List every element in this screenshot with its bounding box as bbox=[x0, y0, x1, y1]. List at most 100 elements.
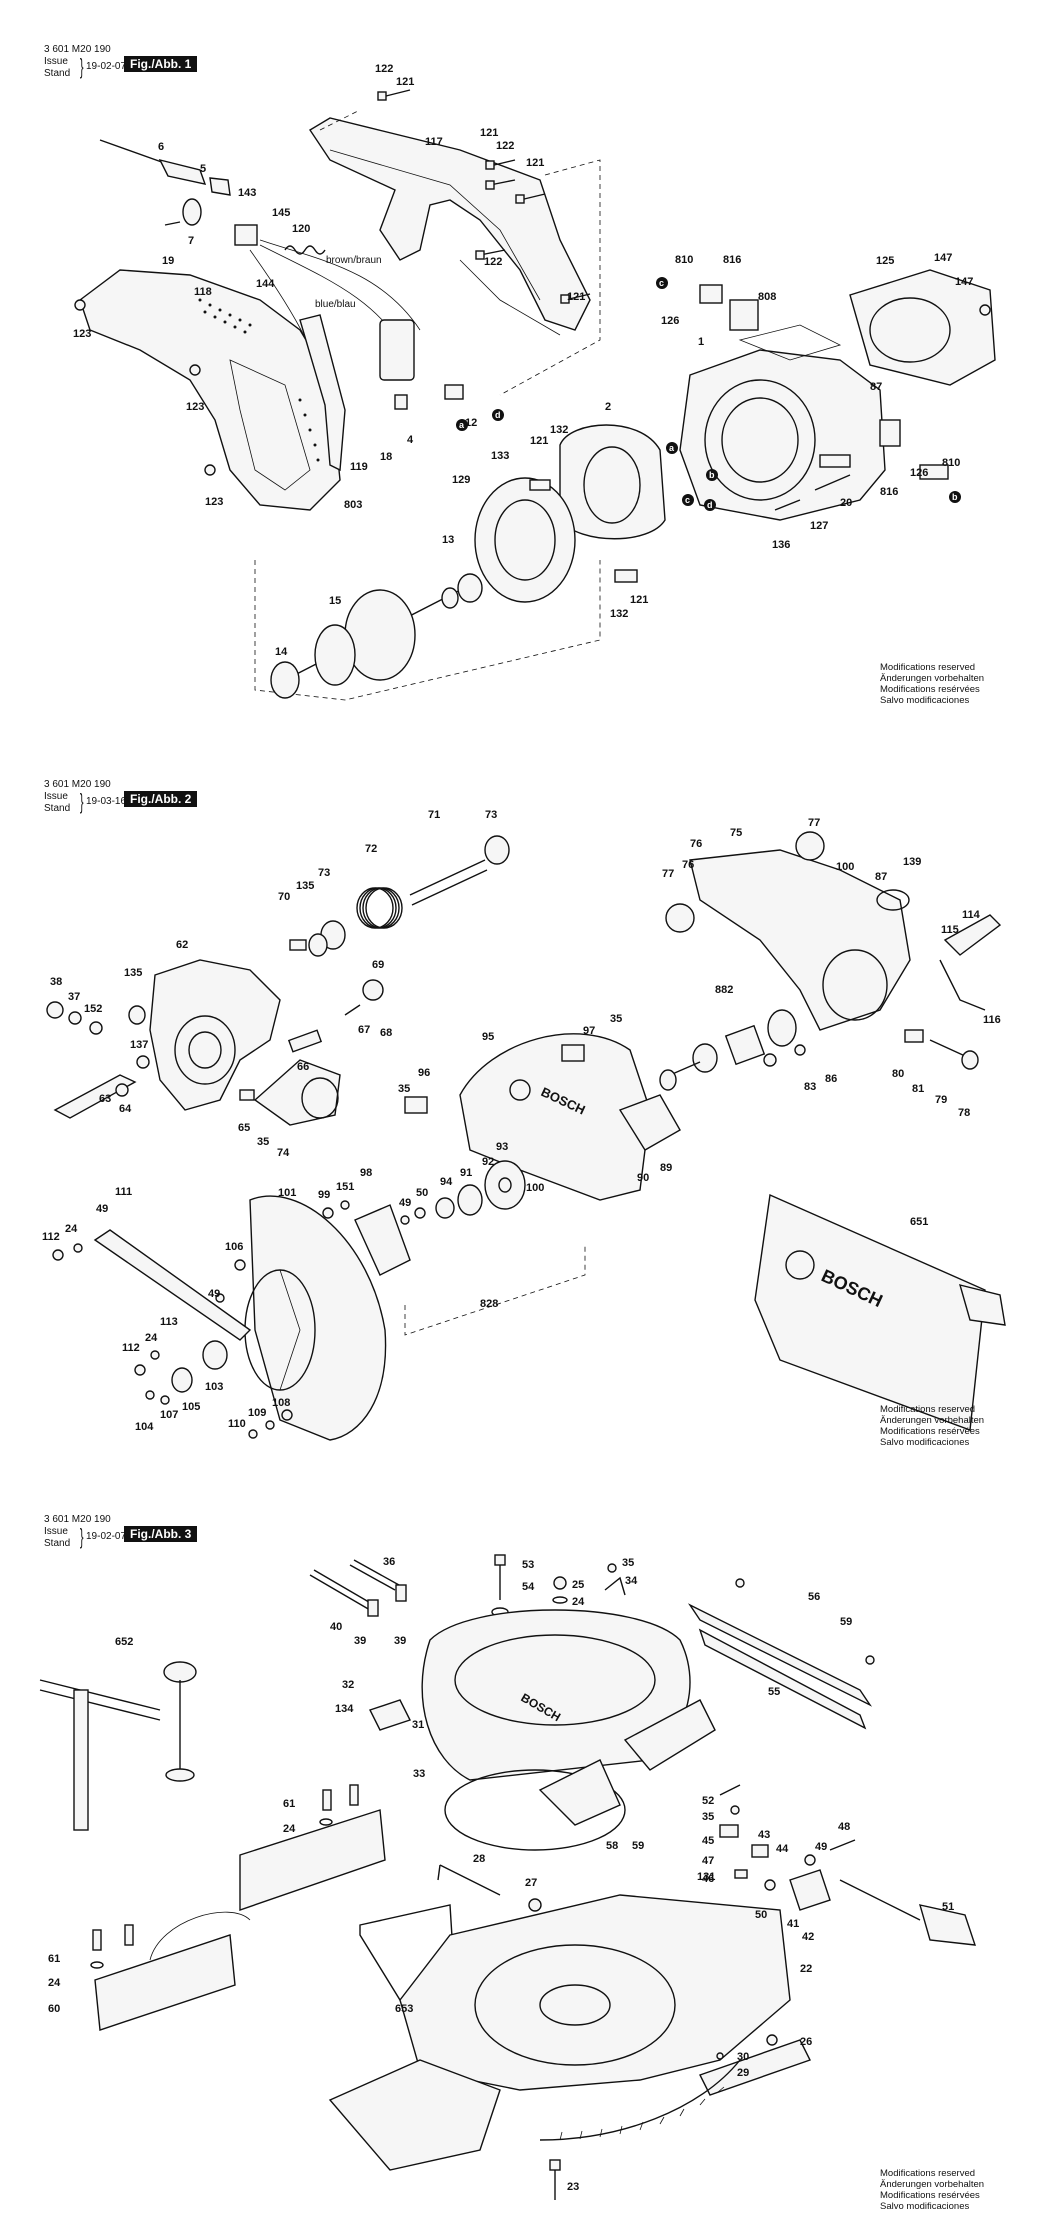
fig3-part-label: 61 bbox=[283, 1798, 295, 1810]
fig2-part-label: 63 bbox=[99, 1093, 111, 1105]
fig1-modifications-note: Modifications reserved Änderungen vorbeh… bbox=[880, 662, 984, 706]
fig1-part-label: 6 bbox=[158, 141, 164, 153]
fig2-part-label: 97 bbox=[583, 1025, 595, 1037]
fig3-hold-down-clamp bbox=[39, 1661, 197, 1831]
fig3-part-label: 42 bbox=[802, 1931, 814, 1943]
fig2-dust-bag bbox=[754, 1193, 986, 1431]
fig1-part-label: 121 bbox=[396, 76, 414, 88]
fig1-part-label: 121 bbox=[480, 127, 498, 139]
fig3-part-label: 44 bbox=[776, 1843, 789, 1855]
fig1-part-label: 123 bbox=[73, 328, 91, 340]
fig1-part-label: 118 bbox=[194, 286, 212, 298]
fig2-modifications-note: Modifications reserved Änderungen vorbeh… bbox=[880, 1404, 984, 1448]
fig2-part-label: 70 bbox=[278, 891, 290, 903]
fig3-part-label: 29 bbox=[737, 2067, 749, 2079]
fig1-doc-number: 3 601 M20 190 bbox=[44, 44, 111, 55]
fig1-motor-housing bbox=[679, 349, 886, 521]
fig2-part-label: 77 bbox=[808, 817, 820, 829]
fig3-base bbox=[399, 1894, 791, 2091]
fig1-part-label: 7 bbox=[188, 235, 194, 247]
fig3-part-label: 22 bbox=[800, 1963, 812, 1975]
fig2-exploded-diagram: BOSCH bbox=[42, 809, 1006, 1441]
fig2-part-label: 116 bbox=[983, 1014, 1001, 1026]
fig1-part-label: 12 bbox=[465, 417, 477, 429]
fig1-part-label: 1 bbox=[698, 336, 704, 348]
fig3-part-label: 50 bbox=[755, 1909, 767, 1921]
fig1-part-label: 15 bbox=[329, 595, 341, 607]
fig2-doc-number: 3 601 M20 190 bbox=[44, 779, 111, 790]
fig3-part-label: 61 bbox=[48, 1953, 60, 1965]
fig2-part-label: 105 bbox=[182, 1401, 200, 1413]
mod-line-de: Änderungen vorbehalten bbox=[880, 2179, 985, 2190]
mod-line-es: Salvo modificaciones bbox=[880, 2201, 970, 2212]
fig2-part-label: 69 bbox=[372, 959, 384, 971]
fig1-wire-blue: blue/blau bbox=[315, 299, 356, 310]
fig2-part-label: 882 bbox=[715, 984, 733, 996]
fig3-part-label: 28 bbox=[473, 1853, 485, 1865]
fig2-part-label: 35 bbox=[610, 1013, 622, 1025]
fig2-part-label: 112 bbox=[42, 1231, 60, 1243]
fig2-part-label: 135 bbox=[296, 880, 314, 892]
fig1-stand-label: Stand bbox=[44, 68, 71, 79]
fig2-part-label: 91 bbox=[460, 1167, 472, 1179]
fig1-part-label: 121 bbox=[530, 435, 548, 447]
fig1-part-label: 123 bbox=[186, 401, 204, 413]
fig3-part-label: 49 bbox=[815, 1841, 827, 1853]
fig3-doc-number: 3 601 M20 190 bbox=[44, 1514, 111, 1525]
fig2-part-label: 71 bbox=[428, 809, 440, 821]
fig2-part-label: 64 bbox=[119, 1103, 132, 1115]
fig3-part-label: 34 bbox=[625, 1575, 638, 1587]
fig2-part-label: 81 bbox=[912, 1083, 924, 1095]
fig2-part-label: 49 bbox=[96, 1203, 108, 1215]
fig3-part-label: 40 bbox=[330, 1621, 342, 1633]
fig2-part-label: 74 bbox=[277, 1147, 290, 1159]
fig1-part-label: 145 bbox=[272, 207, 290, 219]
fig1-part-label: 127 bbox=[810, 520, 828, 532]
fig2-part-label: 152 bbox=[84, 1003, 102, 1015]
fig2-brace: } bbox=[79, 789, 84, 814]
fig1-part-label: 810 bbox=[675, 254, 693, 266]
fig1-part-label: 19 bbox=[162, 255, 174, 267]
fig2-pivot-shaft bbox=[409, 859, 486, 896]
fig3-part-label: 43 bbox=[758, 1829, 770, 1841]
fig1-switch-module bbox=[379, 319, 415, 381]
fig3-part-label: 131 bbox=[697, 1871, 715, 1883]
fig2-part-label: 139 bbox=[903, 856, 921, 868]
fig2-part-label: 75 bbox=[730, 827, 742, 839]
fig2-motor-housing bbox=[689, 849, 911, 1031]
fig2-part-label: 106 bbox=[225, 1241, 243, 1253]
fig3-turntable bbox=[421, 1609, 691, 1781]
fig3-part-label: 24 bbox=[283, 1823, 296, 1835]
fig1-part-label: 136 bbox=[772, 539, 790, 551]
fig2-part-label: 89 bbox=[660, 1162, 672, 1174]
fig1-date: 19-02-07 bbox=[86, 61, 127, 72]
fig2-part-label: 95 bbox=[482, 1031, 494, 1043]
fig1-part-label: 121 bbox=[630, 594, 648, 606]
fig1-exploded-diagram: a d a b c d c b brown/braun blue/blau 12… bbox=[73, 63, 996, 701]
fig3-part-label: 45 bbox=[702, 1835, 714, 1847]
fig3-part-label: 25 bbox=[572, 1579, 584, 1591]
fig1-part-label: 816 bbox=[880, 486, 898, 498]
fig2-blade-flanges bbox=[435, 1160, 526, 1219]
fig3-part-label: 59 bbox=[632, 1840, 644, 1852]
fig1-part-label: 808 bbox=[758, 291, 776, 303]
fig3-part-label: 39 bbox=[394, 1635, 406, 1647]
fig3-part-label: 46 bbox=[702, 1873, 714, 1885]
fig3-ring bbox=[444, 1769, 626, 1851]
mod-line-de: Änderungen vorbehalten bbox=[880, 1415, 985, 1426]
fig2-part-label: 99 bbox=[318, 1189, 330, 1201]
fig2-part-label: 73 bbox=[485, 809, 497, 821]
fig1-connector-a2: a bbox=[669, 443, 675, 453]
fig2-part-label: 35 bbox=[257, 1136, 269, 1148]
fig2-part-label: 90 bbox=[637, 1172, 649, 1184]
fig2-part-label: 93 bbox=[496, 1141, 508, 1153]
fig3-part-label: 52 bbox=[702, 1795, 714, 1807]
fig2-part-label: 113 bbox=[160, 1316, 178, 1328]
fig2-gear bbox=[767, 1009, 797, 1047]
fig3-part-labels: 36 53 35 34 25 24 54 40 39 39 652 32 134… bbox=[48, 1556, 954, 2193]
mod-line-en: Modifications reserved bbox=[880, 1404, 976, 1415]
fig1-connector-c2: c bbox=[659, 278, 664, 288]
mod-line-fr: Modifications resérvées bbox=[880, 684, 980, 695]
fig1-part-label: 119 bbox=[350, 461, 368, 473]
fig3-part-label: 48 bbox=[838, 1821, 850, 1833]
